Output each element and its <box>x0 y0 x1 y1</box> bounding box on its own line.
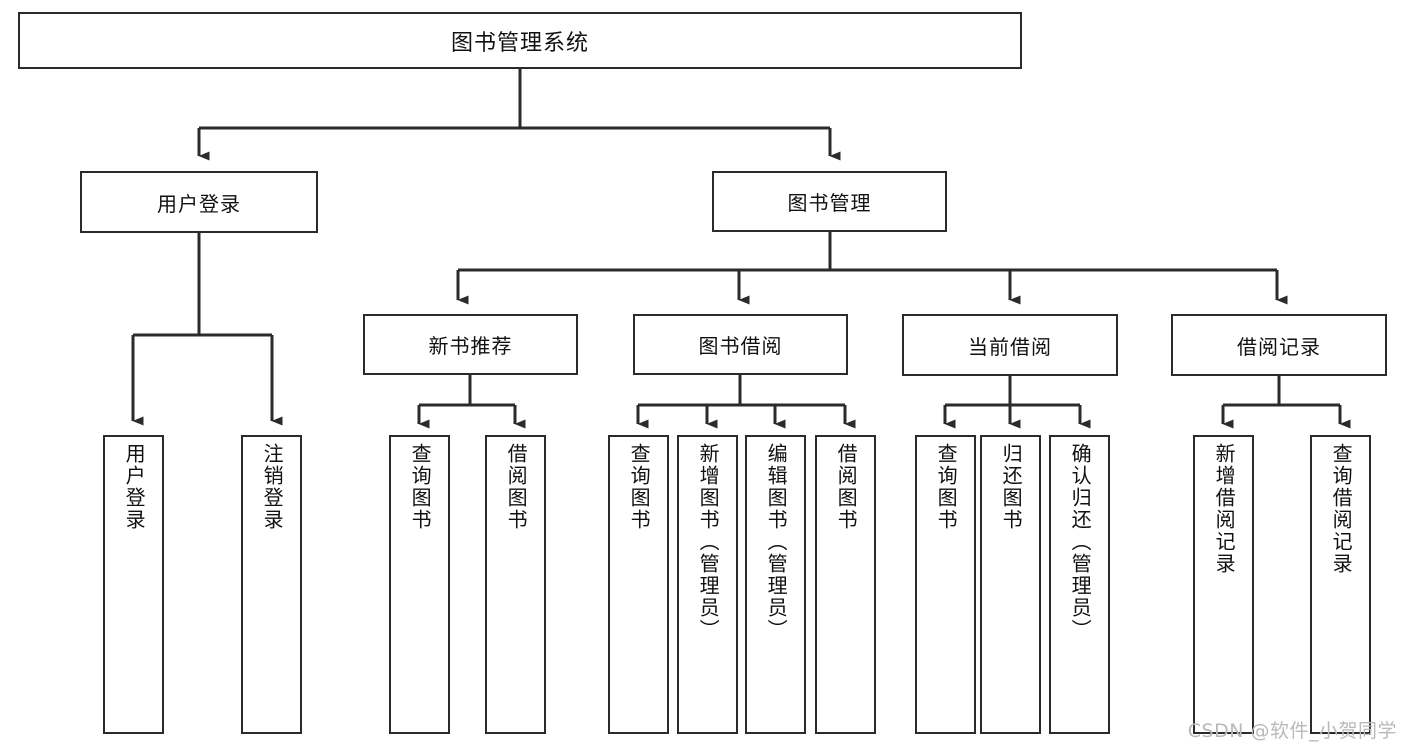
node-label: 确认归还（管理员） <box>1068 443 1093 641</box>
leaf-borrow-edit-book-admin[interactable]: 编辑图书（管理员） <box>745 435 806 734</box>
node-label: 用户登录 <box>122 443 147 531</box>
leaf-borrow-borrow-book[interactable]: 借阅图书 <box>815 435 876 734</box>
leaf-recommend-query-book[interactable]: 查询图书 <box>389 435 450 734</box>
node-label: 当前借阅 <box>968 334 1052 359</box>
leaf-recommend-borrow-book[interactable]: 借阅图书 <box>485 435 546 734</box>
leaf-records-add-record[interactable]: 新增借阅记录 <box>1193 435 1254 734</box>
node-label: 用户登录 <box>157 191 241 216</box>
watermark: CSDN @软件_小贺同学 <box>1187 720 1397 742</box>
node-borrow-records[interactable]: 借阅记录 <box>1171 314 1387 376</box>
leaf-borrow-add-book-admin[interactable]: 新增图书（管理员） <box>677 435 738 734</box>
node-label: 图书管理 <box>787 191 872 215</box>
node-label: 归还图书 <box>999 443 1024 531</box>
node-current-borrow[interactable]: 当前借阅 <box>902 314 1118 376</box>
leaf-current-confirm-return-admin[interactable]: 确认归还（管理员） <box>1049 435 1110 734</box>
leaf-borrow-query-book[interactable]: 查询图书 <box>608 435 669 734</box>
node-user-login[interactable]: 用户登录 <box>80 171 318 233</box>
node-label: 新增图书（管理员） <box>696 443 721 641</box>
node-label: 借阅记录 <box>1237 334 1321 359</box>
node-label: 编辑图书（管理员） <box>764 443 789 641</box>
node-label: 借阅图书 <box>834 443 859 531</box>
node-label: 新书推荐 <box>428 334 513 358</box>
leaf-user-login-signin[interactable]: 用户登录 <box>103 435 164 734</box>
leaf-current-return-book[interactable]: 归还图书 <box>980 435 1041 734</box>
node-book-borrow[interactable]: 图书借阅 <box>633 314 848 375</box>
leaf-user-login-signout[interactable]: 注销登录 <box>241 435 302 734</box>
node-label: 查询图书 <box>627 443 652 531</box>
node-label: 查询图书 <box>408 443 433 531</box>
node-new-book-recommend[interactable]: 新书推荐 <box>363 314 578 375</box>
node-label: 图书借阅 <box>698 334 783 358</box>
node-label: 查询图书 <box>934 443 959 531</box>
leaf-current-query-book[interactable]: 查询图书 <box>915 435 976 734</box>
node-book-management[interactable]: 图书管理 <box>712 171 947 232</box>
leaf-records-query-record[interactable]: 查询借阅记录 <box>1310 435 1371 734</box>
node-label: 新增借阅记录 <box>1212 443 1237 575</box>
node-label: 注销登录 <box>260 443 285 531</box>
node-label: 图书管理系统 <box>450 30 589 56</box>
node-label: 借阅图书 <box>504 443 529 531</box>
node-label: 查询借阅记录 <box>1329 443 1354 575</box>
node-root-system[interactable]: 图书管理系统 <box>18 12 1022 69</box>
